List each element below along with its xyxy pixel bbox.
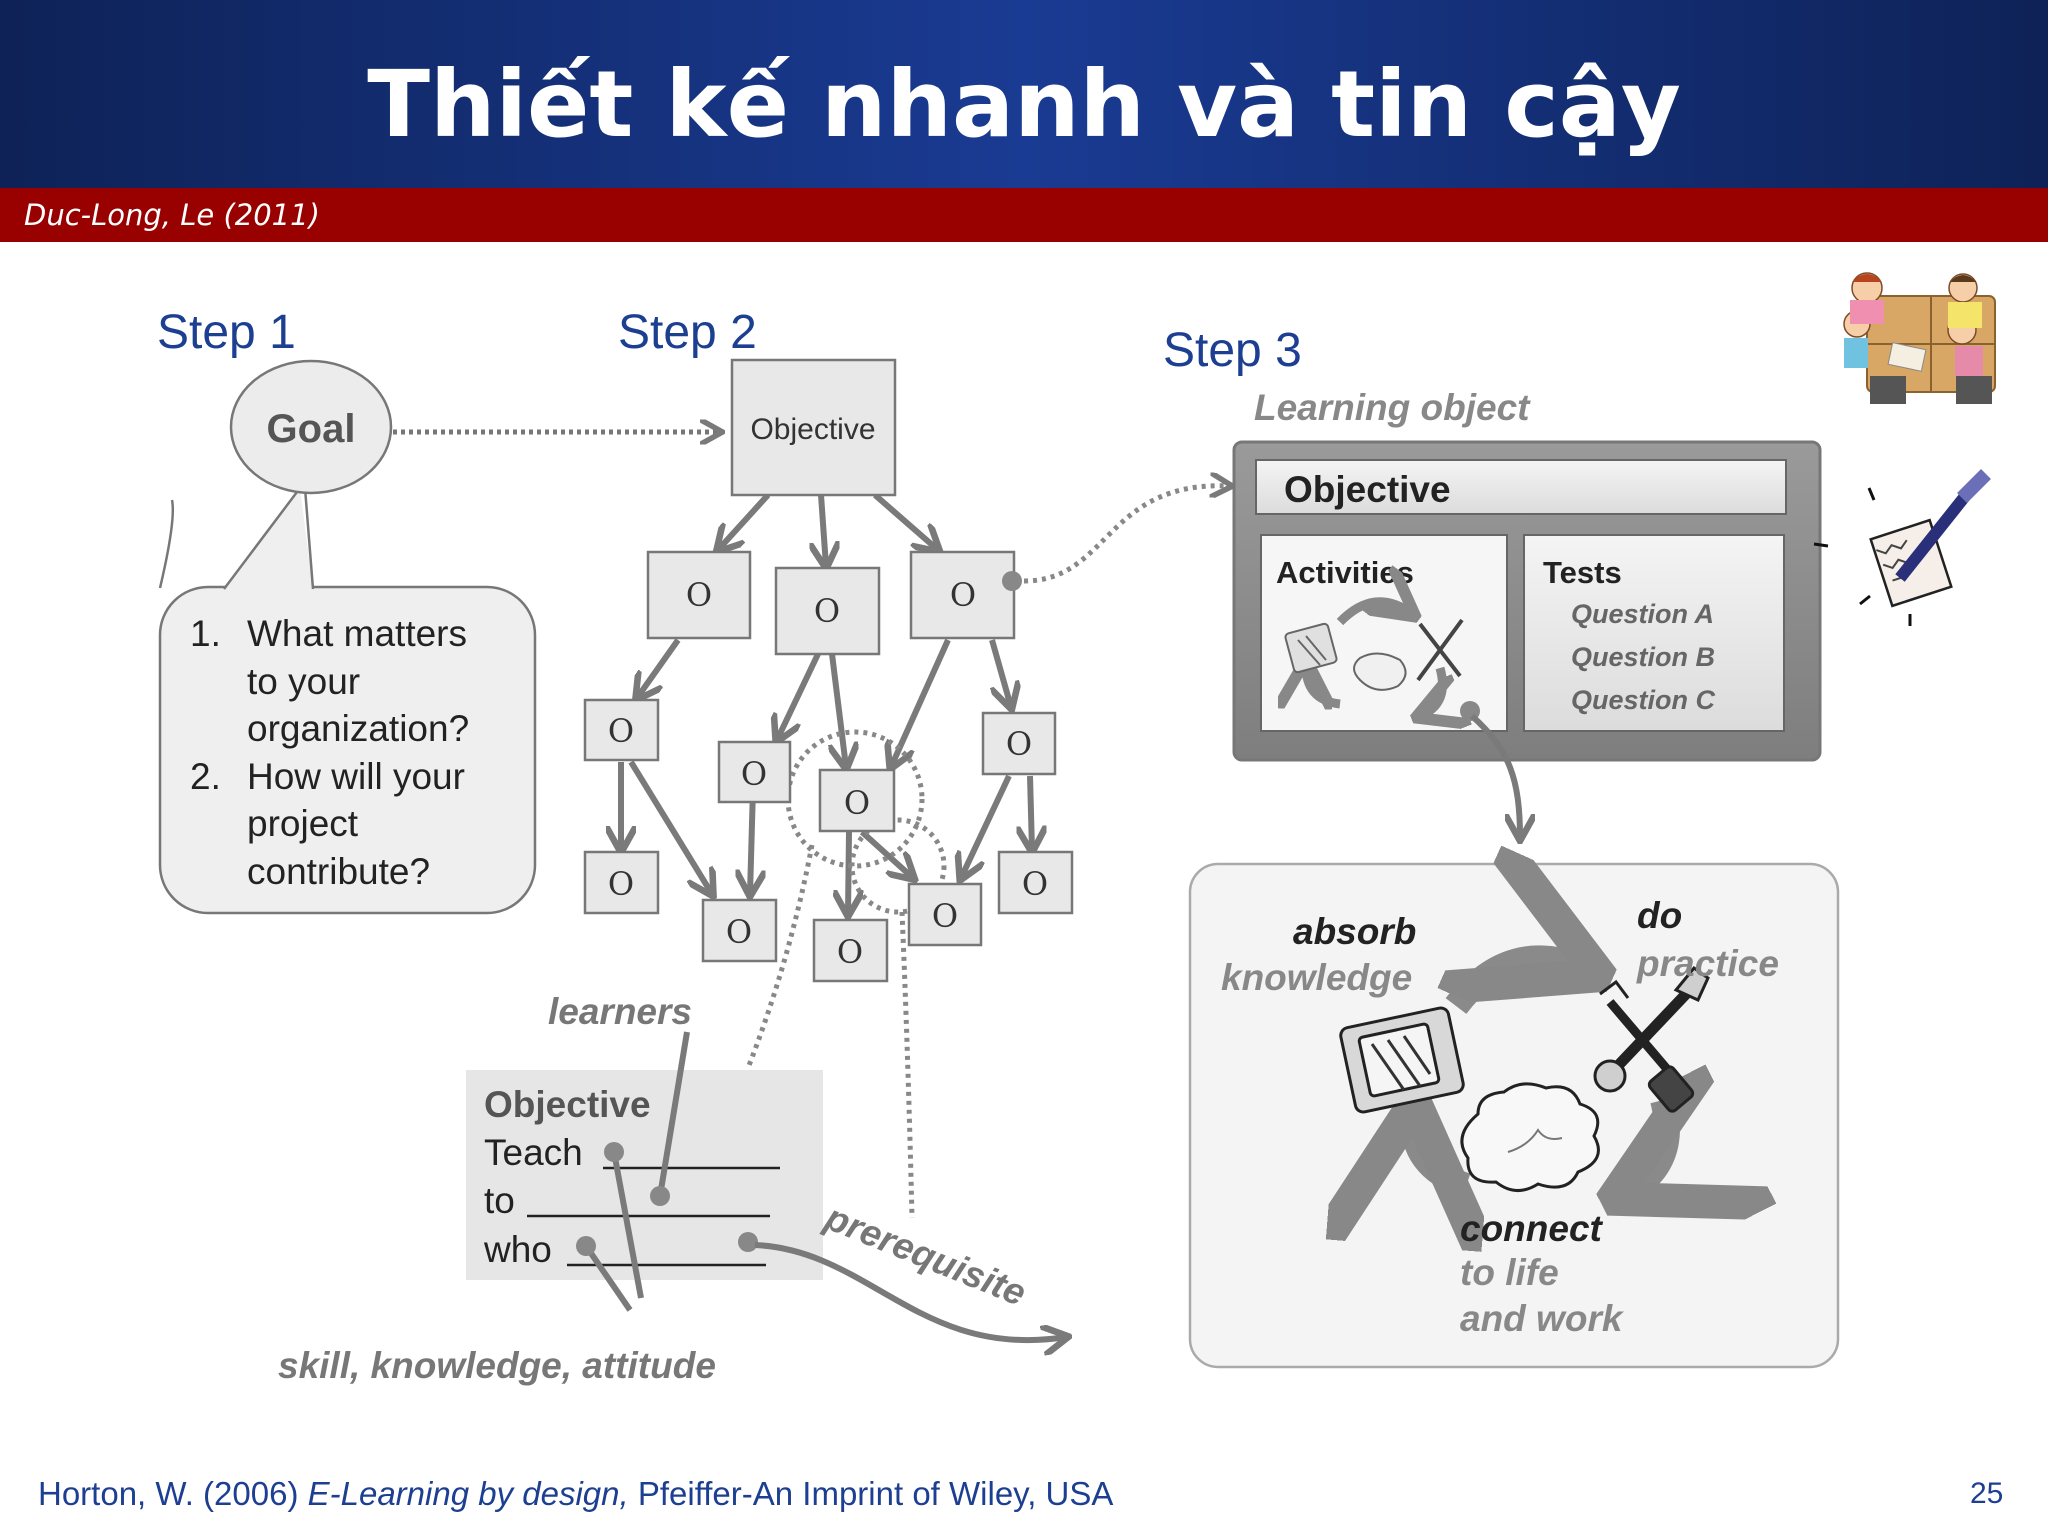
lo-activities-title: Activities (1276, 555, 1414, 590)
question1-number: 1. (190, 613, 221, 654)
cycle-absorb: absorb (1293, 911, 1416, 952)
tree-root-objective (730, 358, 897, 497)
reference-authors: Horton, W. (2006) (38, 1475, 308, 1512)
tree-node-label: O (1022, 865, 1048, 903)
learning-cycle-arrows (1414, 958, 1667, 1193)
test-paper-pen-clipart (1813, 469, 1991, 626)
lo-question-a: Question A (1571, 599, 1714, 629)
tree-node-label: O (741, 755, 767, 793)
objective-who-label: who (483, 1229, 552, 1270)
cycle-do: do (1637, 895, 1682, 936)
tree-node-label: O (726, 913, 752, 951)
connector-dot (1002, 571, 1022, 591)
objective-template-title: Objective (484, 1084, 651, 1125)
tree-node-label: O (686, 576, 712, 614)
brain-cloud-icon (1460, 1082, 1600, 1192)
page-number: 25 (1970, 1477, 2004, 1510)
step1-label: Step 1 (157, 306, 296, 359)
question1-line2: to your (247, 661, 360, 702)
reference-citation: Horton, W. (2006) E-Learning by design, … (38, 1472, 1113, 1516)
lo-tests-title: Tests (1543, 555, 1622, 590)
reference-book-title: E-Learning by design, (307, 1475, 629, 1512)
step2-label: Step 2 (618, 306, 757, 359)
objective-teach-label: Teach (484, 1132, 583, 1173)
activities-cycle-icon (1285, 602, 1462, 716)
node-to-learning-object-arrow (1023, 486, 1230, 584)
activities-to-cycle-arrow (1469, 713, 1520, 838)
tools-icon (1593, 965, 1710, 1113)
tree-node-label: O (814, 592, 840, 630)
cycle-and-work: and work (1460, 1298, 1625, 1339)
author-band: Duc-Long, Le (2011) (0, 188, 2048, 242)
cycle-connect: connect (1460, 1208, 1604, 1249)
tree-node-label: O (844, 784, 870, 822)
prerequisite-label: prerequisite (819, 1196, 1032, 1314)
tree-root-label: Objective (750, 413, 875, 446)
objective-to-label: to (484, 1180, 515, 1221)
cycle-to-life: to life (1460, 1252, 1559, 1293)
lo-question-c: Question C (1571, 685, 1716, 715)
objective-connector-dots (576, 1142, 758, 1256)
dotted-leader-line (745, 844, 815, 1069)
tree-node-label: O (1006, 725, 1032, 763)
step3-label: Step 3 (1163, 324, 1302, 377)
learners-label: learners (548, 991, 692, 1032)
reference-publisher: Pfeiffer-An Imprint of Wiley, USA (628, 1475, 1114, 1512)
book-icon (1339, 1006, 1465, 1114)
tree-node-label: O (608, 865, 634, 903)
slide-header: Thiết kế nhanh và tin cậy (0, 0, 2048, 188)
children-studying-clipart (1843, 272, 1996, 404)
author-credit: Duc-Long, Le (2011) (24, 198, 320, 232)
dotted-focus-circle (849, 817, 947, 915)
tree-node-label: O (608, 712, 634, 750)
slide-title: Thiết kế nhanh và tin cậy (367, 51, 1681, 158)
skill-knowledge-attitude-label: skill, knowledge, attitude (278, 1345, 716, 1386)
tree-node-label: O (950, 576, 976, 614)
tree-nodes (583, 550, 1074, 983)
prerequisite-arrow (754, 1242, 1066, 1340)
question1-line1: What matters (247, 613, 467, 654)
question2-line1: How will your (247, 756, 465, 797)
learning-object-label: Learning object (1254, 387, 1531, 428)
lo-objective-title: Objective (1284, 469, 1451, 510)
cycle-knowledge: knowledge (1221, 957, 1412, 998)
question2-number: 2. (190, 756, 221, 797)
question2-line2: project (247, 803, 359, 844)
tree-node-label: O (837, 933, 863, 971)
objective-leader-lines (583, 1031, 690, 1312)
objective-tree-arrows (621, 492, 1032, 914)
dotted-leader-line (899, 911, 915, 1219)
tree-node-label: O (932, 897, 958, 935)
lo-question-b: Question B (1571, 642, 1715, 672)
question1-line3: organization? (247, 708, 469, 749)
goal-bubble (158, 359, 537, 915)
goal-label: Goal (267, 407, 356, 451)
cycle-practice: practice (1636, 943, 1779, 984)
question2-line3: contribute? (247, 851, 430, 892)
